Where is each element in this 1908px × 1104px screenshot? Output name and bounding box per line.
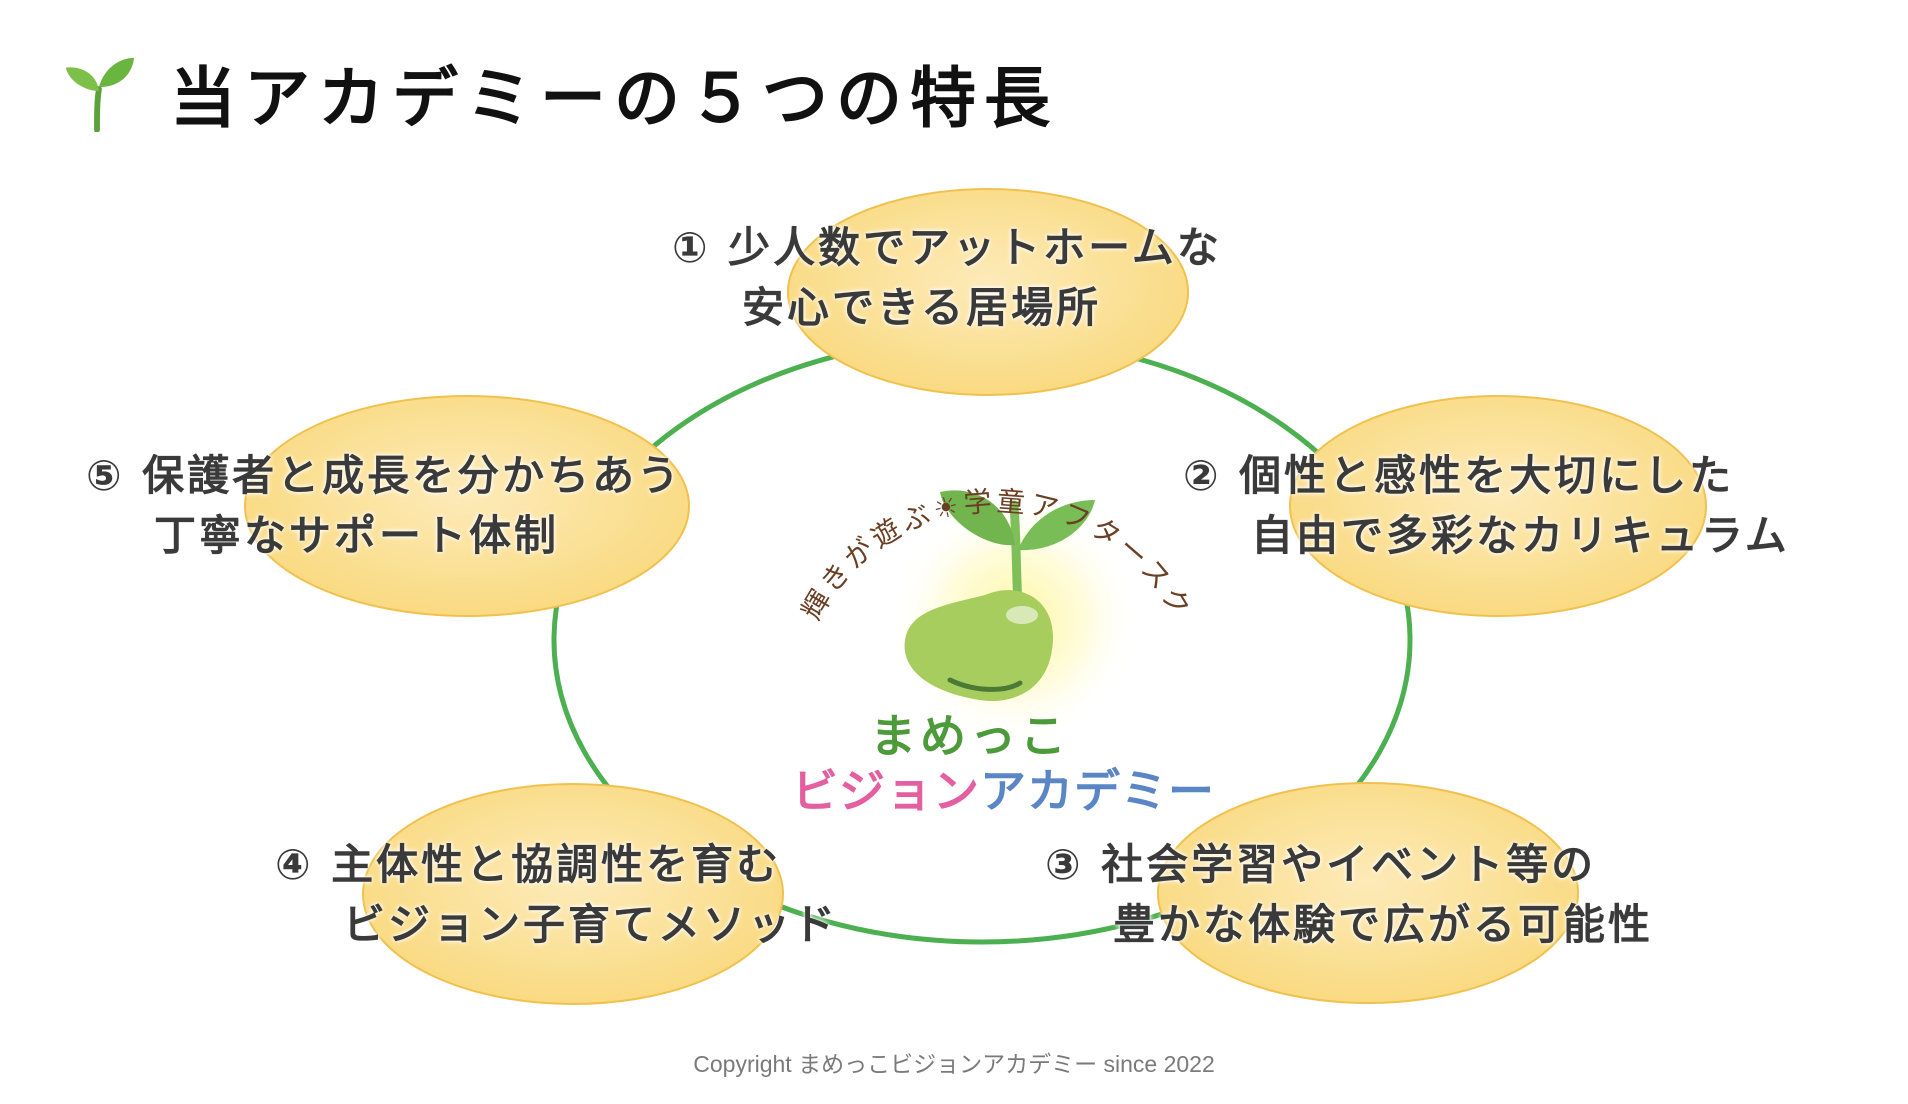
feature-ellipse-1	[787, 188, 1189, 396]
feature-ellipse-2	[1289, 395, 1707, 617]
logo-name-blue: アカデミー	[980, 764, 1215, 818]
feature-3-line-2: 豊かな体験で広がる可能性	[1113, 900, 1654, 949]
feature-3-line-1: ③ 社会学習やイベント等の	[1045, 840, 1597, 889]
copyright: Copyright まめっこビジョンアカデミー since 2022	[693, 1051, 1215, 1077]
feature-1-line-1: ① 少人数でアットホームな	[672, 223, 1222, 272]
page-title: 当アカデミーの５つの特長	[170, 60, 1058, 137]
feature-4-line-1: ④ 主体性と協調性を育む	[275, 840, 782, 889]
feature-5-line-2: 丁寧なサポート体制	[154, 511, 560, 560]
feature-4: ④ 主体性と協調性を育む ビジョン子育てメソッド	[275, 835, 838, 955]
sprout-icon	[65, 57, 135, 132]
feature-5: ⑤ 保護者と成長を分かちあう 丁寧なサポート体制	[86, 446, 682, 566]
feature-1-line-2: 安心できる居場所	[742, 283, 1102, 332]
logo-name-line-2: ビジョンアカデミー	[792, 755, 1215, 821]
feature-ellipse-3	[1157, 782, 1579, 1004]
feature-1: ① 少人数でアットホームな 安心できる居場所	[672, 218, 1222, 338]
feature-ellipse-5	[244, 395, 690, 617]
feature-2-line-2: 自由で多彩なカリキュラム	[1251, 511, 1790, 560]
feature-ellipse-4	[362, 783, 784, 1005]
logo-name-pink: ビジョン	[792, 764, 980, 818]
feature-2-line-1: ② 個性と感性を大切にした	[1183, 451, 1735, 500]
feature-3: ③ 社会学習やイベント等の 豊かな体験で広がる可能性	[1045, 835, 1653, 955]
title-row: 当アカデミーの５つの特長	[58, 38, 1058, 148]
feature-2: ② 個性と感性を大切にした 自由で多彩なカリキュラム	[1183, 446, 1790, 566]
logo-sprout-icon	[904, 490, 1095, 702]
feature-4-line-2: ビジョン子育てメソッド	[343, 900, 839, 949]
feature-5-line-1: ⑤ 保護者と成長を分かちあう	[86, 451, 683, 500]
logo-name-line-1: まめっこ	[870, 709, 1070, 763]
